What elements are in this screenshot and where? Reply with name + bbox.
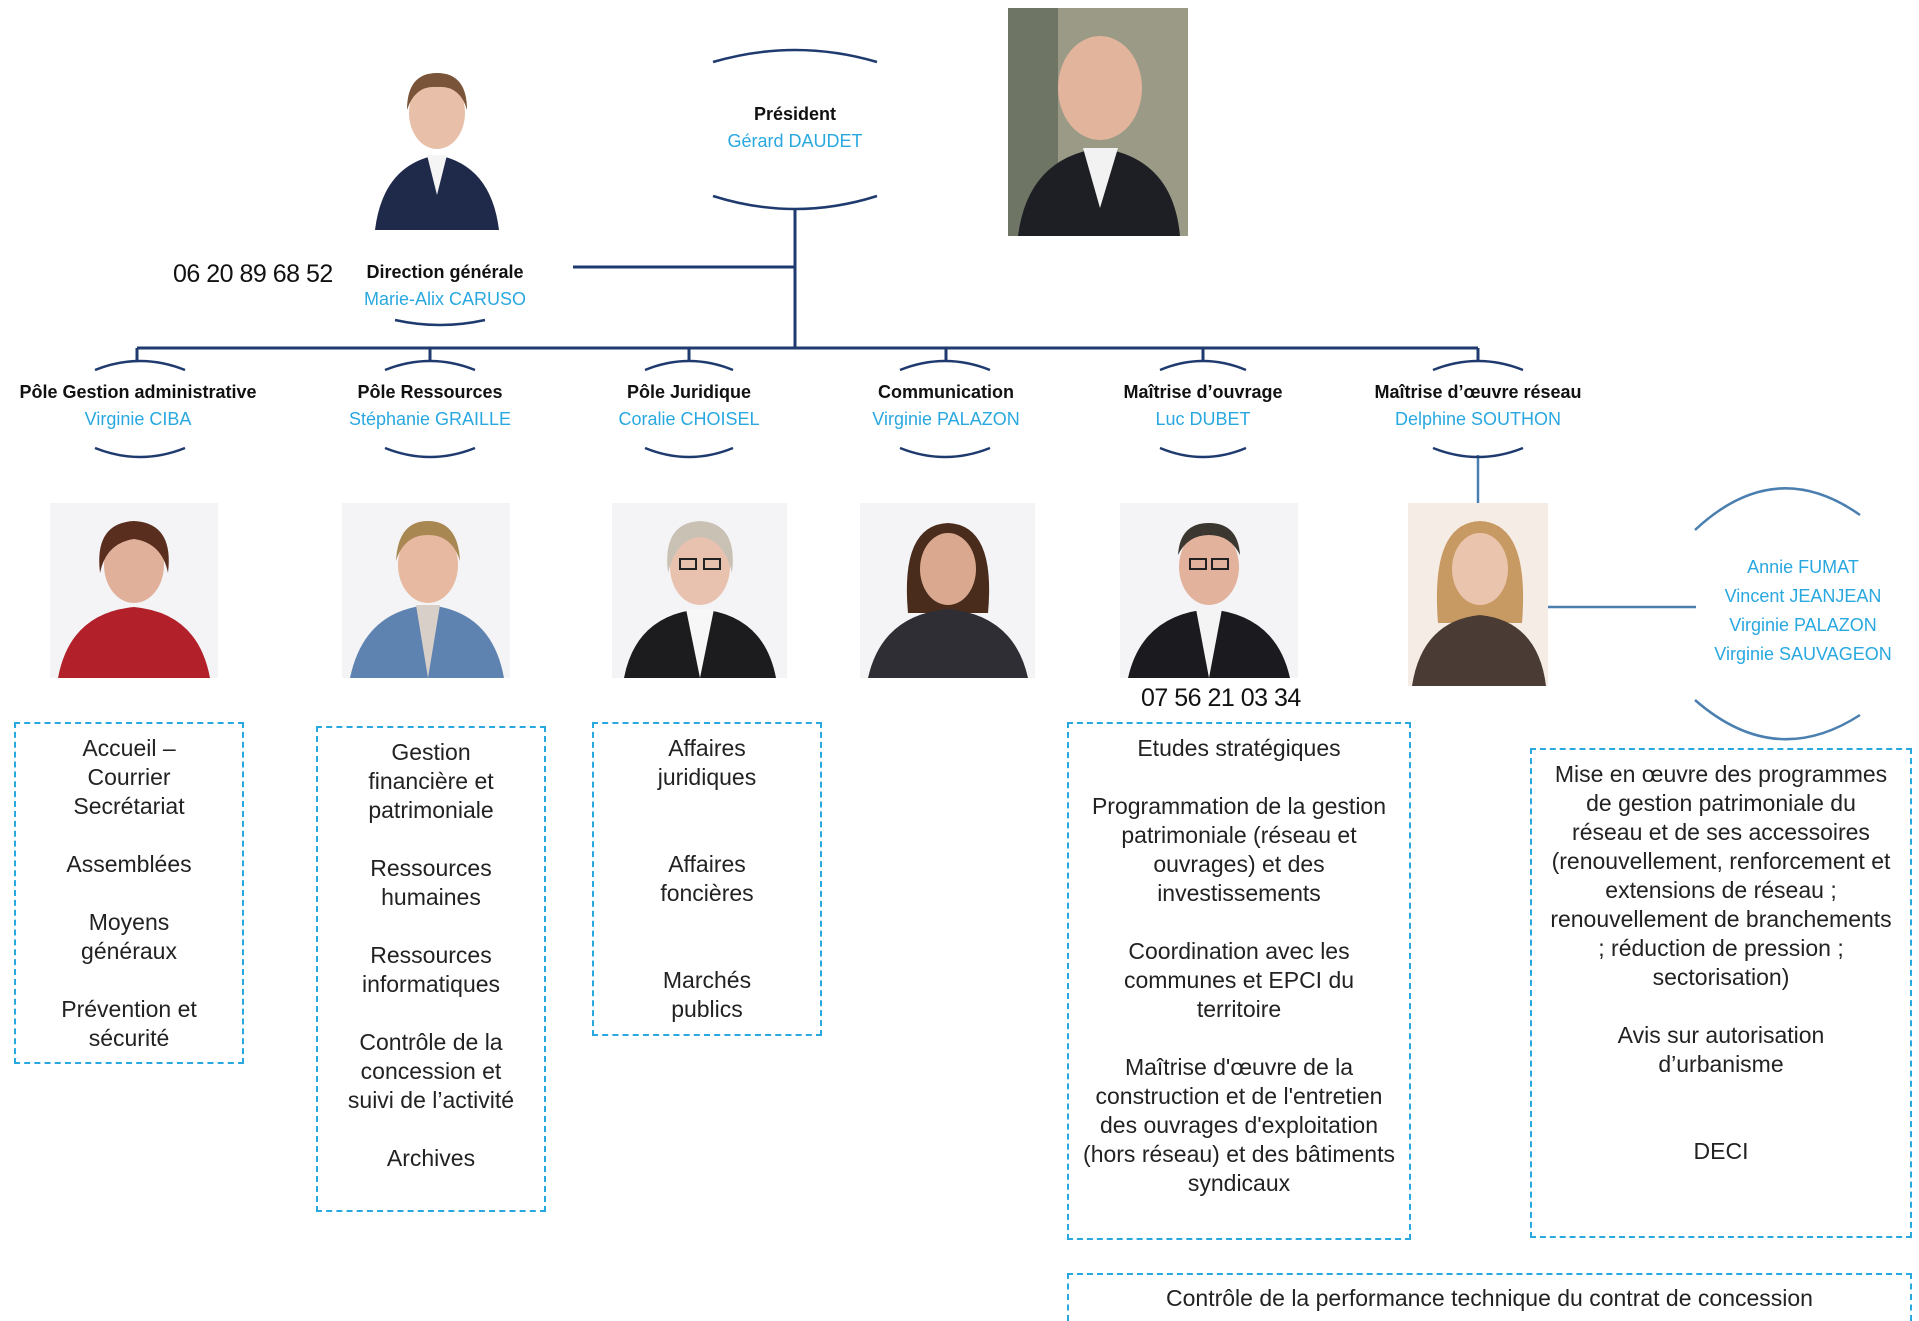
task-item: Contrôle de la performance technique du … <box>1166 1285 1813 1311</box>
photo-southon <box>1408 503 1548 686</box>
team-member: Virginie SAUVAGEON <box>1714 644 1892 664</box>
pole-communication-name: Virginie PALAZON <box>872 409 1020 429</box>
direction-role: Direction générale <box>366 262 524 282</box>
photo-choisel <box>612 503 787 678</box>
task-item: Archives <box>386 1145 476 1171</box>
pole-reseau: Maîtrise d’œuvre réseau Delphine SOUTHON <box>1348 382 1608 430</box>
pole-ressources: Pôle Ressources Stéphanie GRAILLE <box>320 382 540 430</box>
pole-juridique-role: Pôle Juridique <box>626 382 752 402</box>
tasks-ouvrage: Etudes stratégiques Programmation de la … <box>1067 722 1411 1240</box>
task-item: Maîtrise d'œuvre de la construction et d… <box>1083 1054 1395 1196</box>
pole-juridique: Pôle Juridique Coralie CHOISEL <box>589 382 789 430</box>
task-item: Prévention et sécurité <box>61 996 197 1051</box>
direction-node: Direction générale Marie-Alix CARUSO <box>340 262 550 310</box>
pole-admin-role: Pôle Gestion administrative <box>19 382 257 402</box>
task-item: Programmation de la gestion patrimoniale… <box>1091 793 1387 906</box>
tasks-juridique: Affaires juridiques Affaires foncières M… <box>592 722 822 1036</box>
tasks-ressources: Gestion financière et patrimoniale Resso… <box>316 726 546 1212</box>
task-item: Moyens généraux <box>81 909 177 964</box>
task-item: Accueil – Courrier Secrétariat <box>73 735 185 819</box>
task-item: Contrôle de la concession et suivi de l’… <box>347 1029 515 1113</box>
team-member: Annie FUMAT <box>1747 557 1859 577</box>
tasks-admin: Accueil – Courrier Secrétariat Assemblée… <box>14 722 244 1064</box>
task-item: Affaires juridiques <box>657 735 757 790</box>
president-role: Président <box>753 104 837 124</box>
tasks-reseau: Mise en œuvre des programmes de gestion … <box>1530 748 1912 1238</box>
task-item: Etudes stratégiques <box>1137 735 1341 761</box>
pole-ouvrage: Maîtrise d’ouvrage Luc DUBET <box>1103 382 1303 430</box>
pole-reseau-role: Maîtrise d’œuvre réseau <box>1374 382 1582 402</box>
photo-palazon <box>860 503 1035 678</box>
pole-juridique-name: Coralie CHOISEL <box>618 409 760 429</box>
pole-ouvrage-role: Maîtrise d’ouvrage <box>1123 382 1283 402</box>
president-name: Gérard DAUDET <box>727 131 863 151</box>
pole-admin: Pôle Gestion administrative Virginie CIB… <box>2 382 274 430</box>
photo-ciba <box>50 503 218 678</box>
task-item: Avis sur autorisation d’urbanisme <box>1617 1022 1825 1077</box>
task-item: DECI <box>1693 1138 1749 1164</box>
task-item: Affaires foncières <box>660 851 754 906</box>
task-item: Assemblées <box>66 851 192 877</box>
task-item: Gestion financière et patrimoniale <box>368 739 494 823</box>
task-item: Marchés publics <box>662 967 752 1022</box>
pole-reseau-name: Delphine SOUTHON <box>1394 409 1562 429</box>
pole-ressources-role: Pôle Ressources <box>357 382 503 402</box>
dubet-phone: 07 56 21 03 34 <box>1141 684 1301 712</box>
pole-communication-role: Communication <box>877 382 1014 402</box>
pole-communication: Communication Virginie PALAZON <box>846 382 1046 430</box>
team-reseau: Annie FUMAT Vincent JEANJEAN Virginie PA… <box>1698 553 1908 669</box>
pole-ouvrage-name: Luc DUBET <box>1155 409 1251 429</box>
task-item: Ressources humaines <box>370 855 492 910</box>
direction-phone: 06 20 89 68 52 <box>173 260 333 288</box>
pole-admin-name: Virginie CIBA <box>84 409 192 429</box>
team-member: Vincent JEANJEAN <box>1724 586 1882 606</box>
photo-graille <box>342 503 510 678</box>
task-item: Ressources informatiques <box>361 942 501 997</box>
photo-president <box>1008 8 1188 236</box>
president-node: Président Gérard DAUDET <box>695 104 895 152</box>
pole-ressources-name: Stéphanie GRAILLE <box>348 409 512 429</box>
photo-dubet <box>1120 503 1298 678</box>
task-item: Mise en œuvre des programmes de gestion … <box>1550 761 1892 990</box>
task-item: Coordination avec les communes et EPCI d… <box>1123 938 1355 1022</box>
photo-direction <box>355 55 515 230</box>
tasks-bottom: Contrôle de la performance technique du … <box>1067 1273 1912 1321</box>
team-member: Virginie PALAZON <box>1729 615 1877 635</box>
direction-name: Marie-Alix CARUSO <box>363 289 527 309</box>
